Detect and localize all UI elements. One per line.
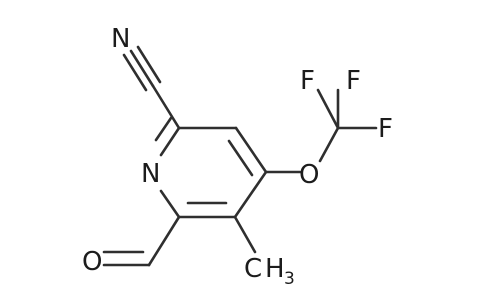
fluorine-1-label: F <box>300 66 315 96</box>
bond-c2-cho <box>147 215 181 267</box>
bond-c5-c4 <box>234 126 268 174</box>
ring-n-label: N <box>141 159 160 189</box>
bond-c2-n1 <box>159 189 181 219</box>
bond-c6-cn <box>151 84 181 130</box>
methyl-count-subscript: 3 <box>284 269 295 289</box>
ether-o-label: O <box>299 160 319 190</box>
bond-cf3-f1 <box>316 88 340 130</box>
bond-n1-c6-inner <box>154 116 173 142</box>
bond-c3-ch3 <box>233 215 257 254</box>
aldehyde-o-label: O <box>82 247 102 277</box>
methyl-h-label: H <box>265 254 285 284</box>
fluorine-3-label: F <box>378 114 393 144</box>
bond-c5-c4-inner <box>227 139 254 177</box>
fluorine-2-label: F <box>346 66 361 96</box>
methyl-c-label: C <box>244 254 262 284</box>
bond-cn-triple-b <box>136 45 162 84</box>
bond-n1-c6 <box>159 126 181 157</box>
bond-cn-triple-c <box>122 53 148 92</box>
bond-o-cf3 <box>318 126 340 163</box>
bond-c4-c3 <box>233 170 268 219</box>
bond-cn-triple-a <box>129 49 155 88</box>
nitrile-n-label: N <box>111 24 130 54</box>
